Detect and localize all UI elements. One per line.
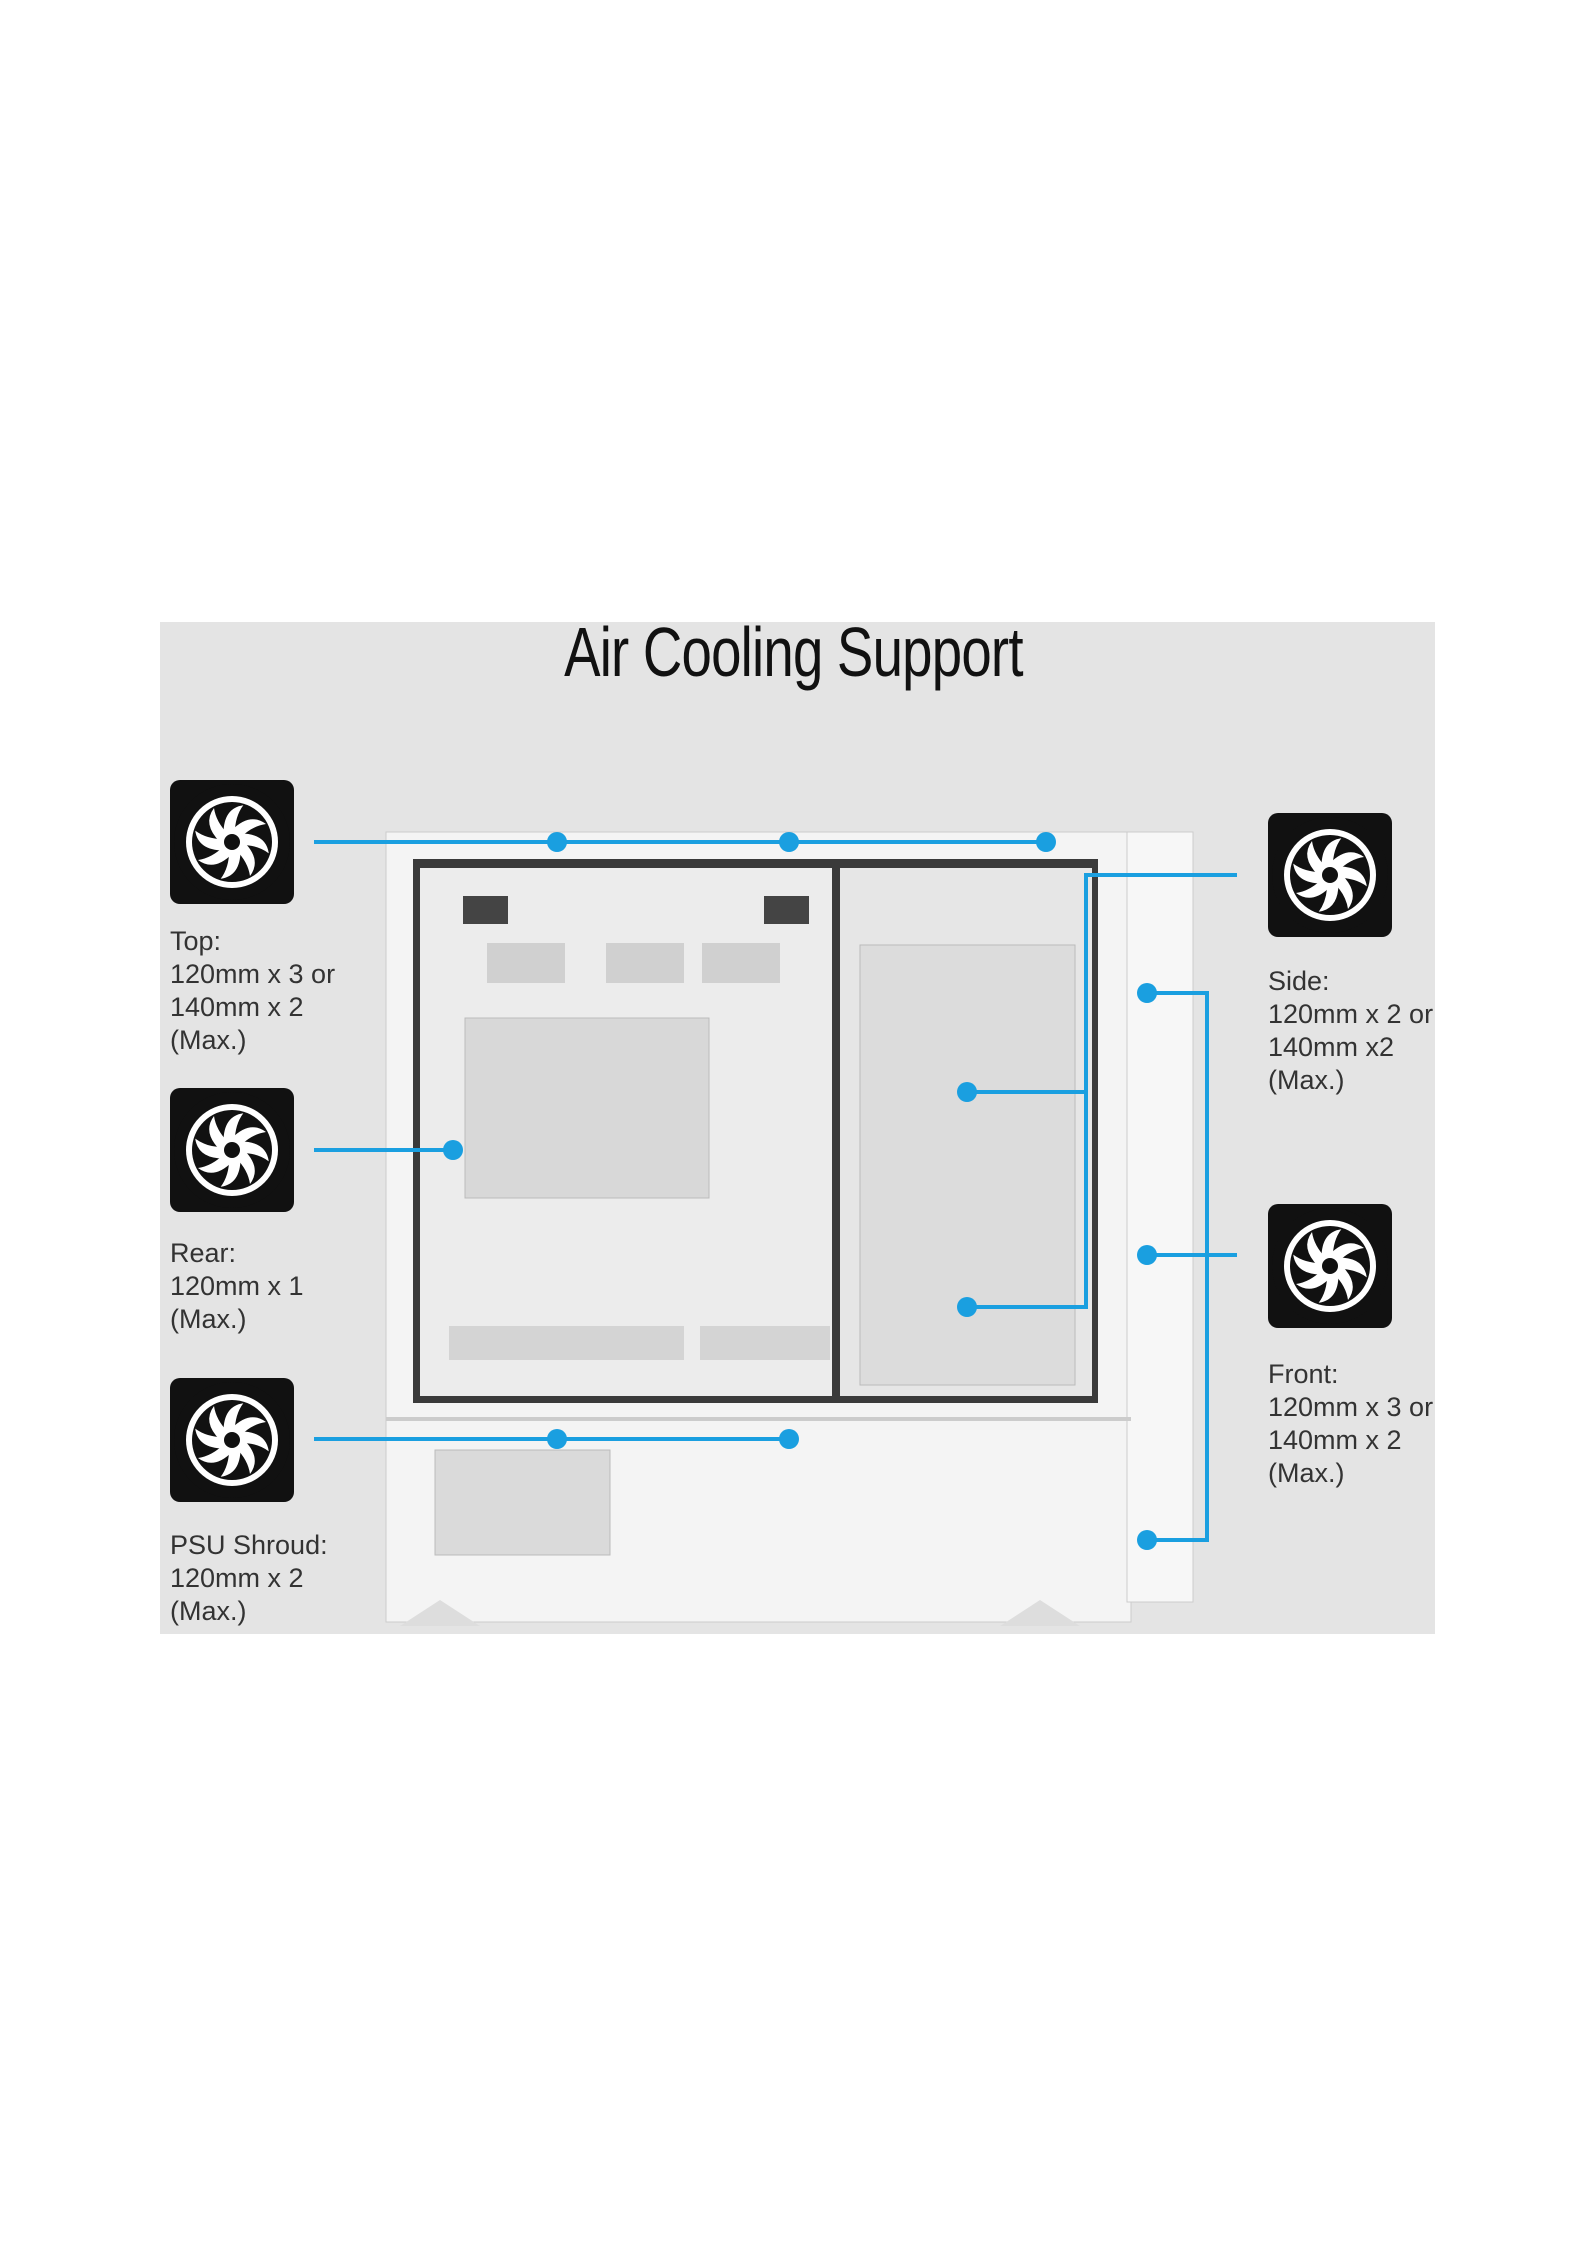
label-line: Side: — [1268, 966, 1330, 996]
label-line: 140mm x2 — [1268, 1032, 1395, 1062]
label-line: 120mm x 3 or — [170, 959, 336, 989]
label-line: 140mm x 2 — [1268, 1425, 1402, 1455]
rear-fan-label: Rear: 120mm x 1 (Max.) — [170, 1237, 304, 1336]
fan-icon — [1268, 813, 1392, 937]
pc-case — [385, 831, 1194, 1626]
label-line: Rear: — [170, 1238, 237, 1268]
fan-icon — [170, 780, 294, 904]
diagram-title: Air Cooling Support — [564, 613, 1023, 691]
label-line: 120mm x 2 — [170, 1563, 304, 1593]
label-line: 140mm x 2 — [170, 992, 304, 1022]
label-line: PSU Shroud: — [170, 1530, 328, 1560]
label-line: 120mm x 3 or — [1268, 1392, 1434, 1422]
fan-icon — [1268, 1204, 1392, 1328]
psu-fan-label: PSU Shroud: 120mm x 2 (Max.) — [170, 1529, 328, 1628]
label-line: (Max.) — [1268, 1458, 1345, 1488]
label-line: Front: — [1268, 1359, 1339, 1389]
label-line: (Max.) — [170, 1304, 247, 1334]
label-line: 120mm x 1 — [170, 1271, 304, 1301]
front-fan-label: Front: 120mm x 3 or 140mm x 2 (Max.) — [1268, 1358, 1433, 1490]
label-line: (Max.) — [170, 1596, 247, 1626]
side-fan-label: Side: 120mm x 2 or 140mm x2 (Max.) — [1268, 965, 1433, 1097]
fan-icon — [170, 1378, 294, 1502]
label-line: 120mm x 2 or — [1268, 999, 1434, 1029]
callout-dots — [443, 832, 1157, 1550]
label-line: (Max.) — [170, 1025, 247, 1055]
fan-icon — [170, 1088, 294, 1212]
label-line: Top: — [170, 926, 222, 956]
top-fan-label: Top: 120mm x 3 or 140mm x 2 (Max.) — [170, 925, 335, 1057]
callout-lines — [314, 840, 1237, 1542]
label-line: (Max.) — [1268, 1065, 1345, 1095]
